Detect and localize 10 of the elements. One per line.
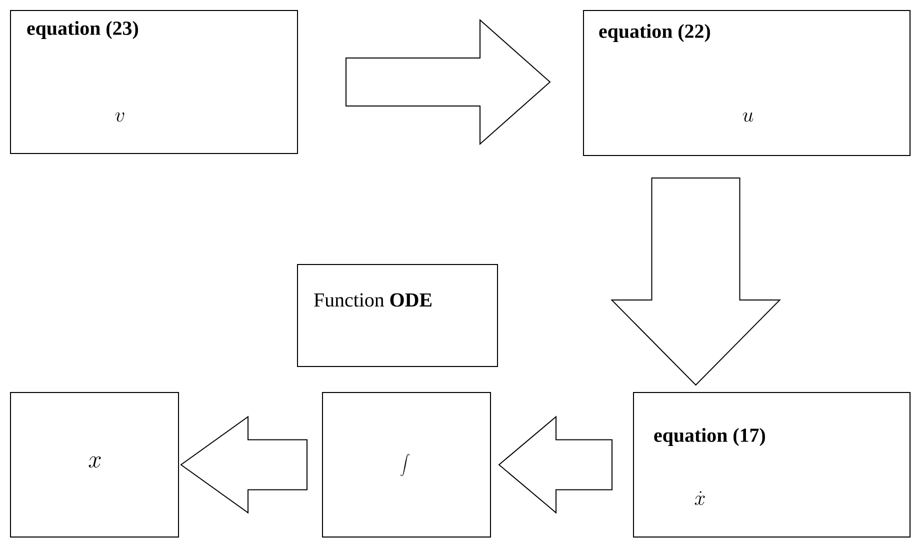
equation-box: equation (23) $v$ [10,10,298,154]
integrator-box: $\int$ [322,392,491,538]
note-box: Function ODE [297,264,498,367]
equation-box: equation (22) $u$ [583,10,910,156]
block-arrow [180,416,308,514]
block-arrow [610,178,781,386]
block-arrow [346,18,551,146]
output-box: $x$ [10,392,179,538]
block-arrow [498,416,612,514]
equation-box: equation (17) $\dot{x}$ [633,392,910,538]
